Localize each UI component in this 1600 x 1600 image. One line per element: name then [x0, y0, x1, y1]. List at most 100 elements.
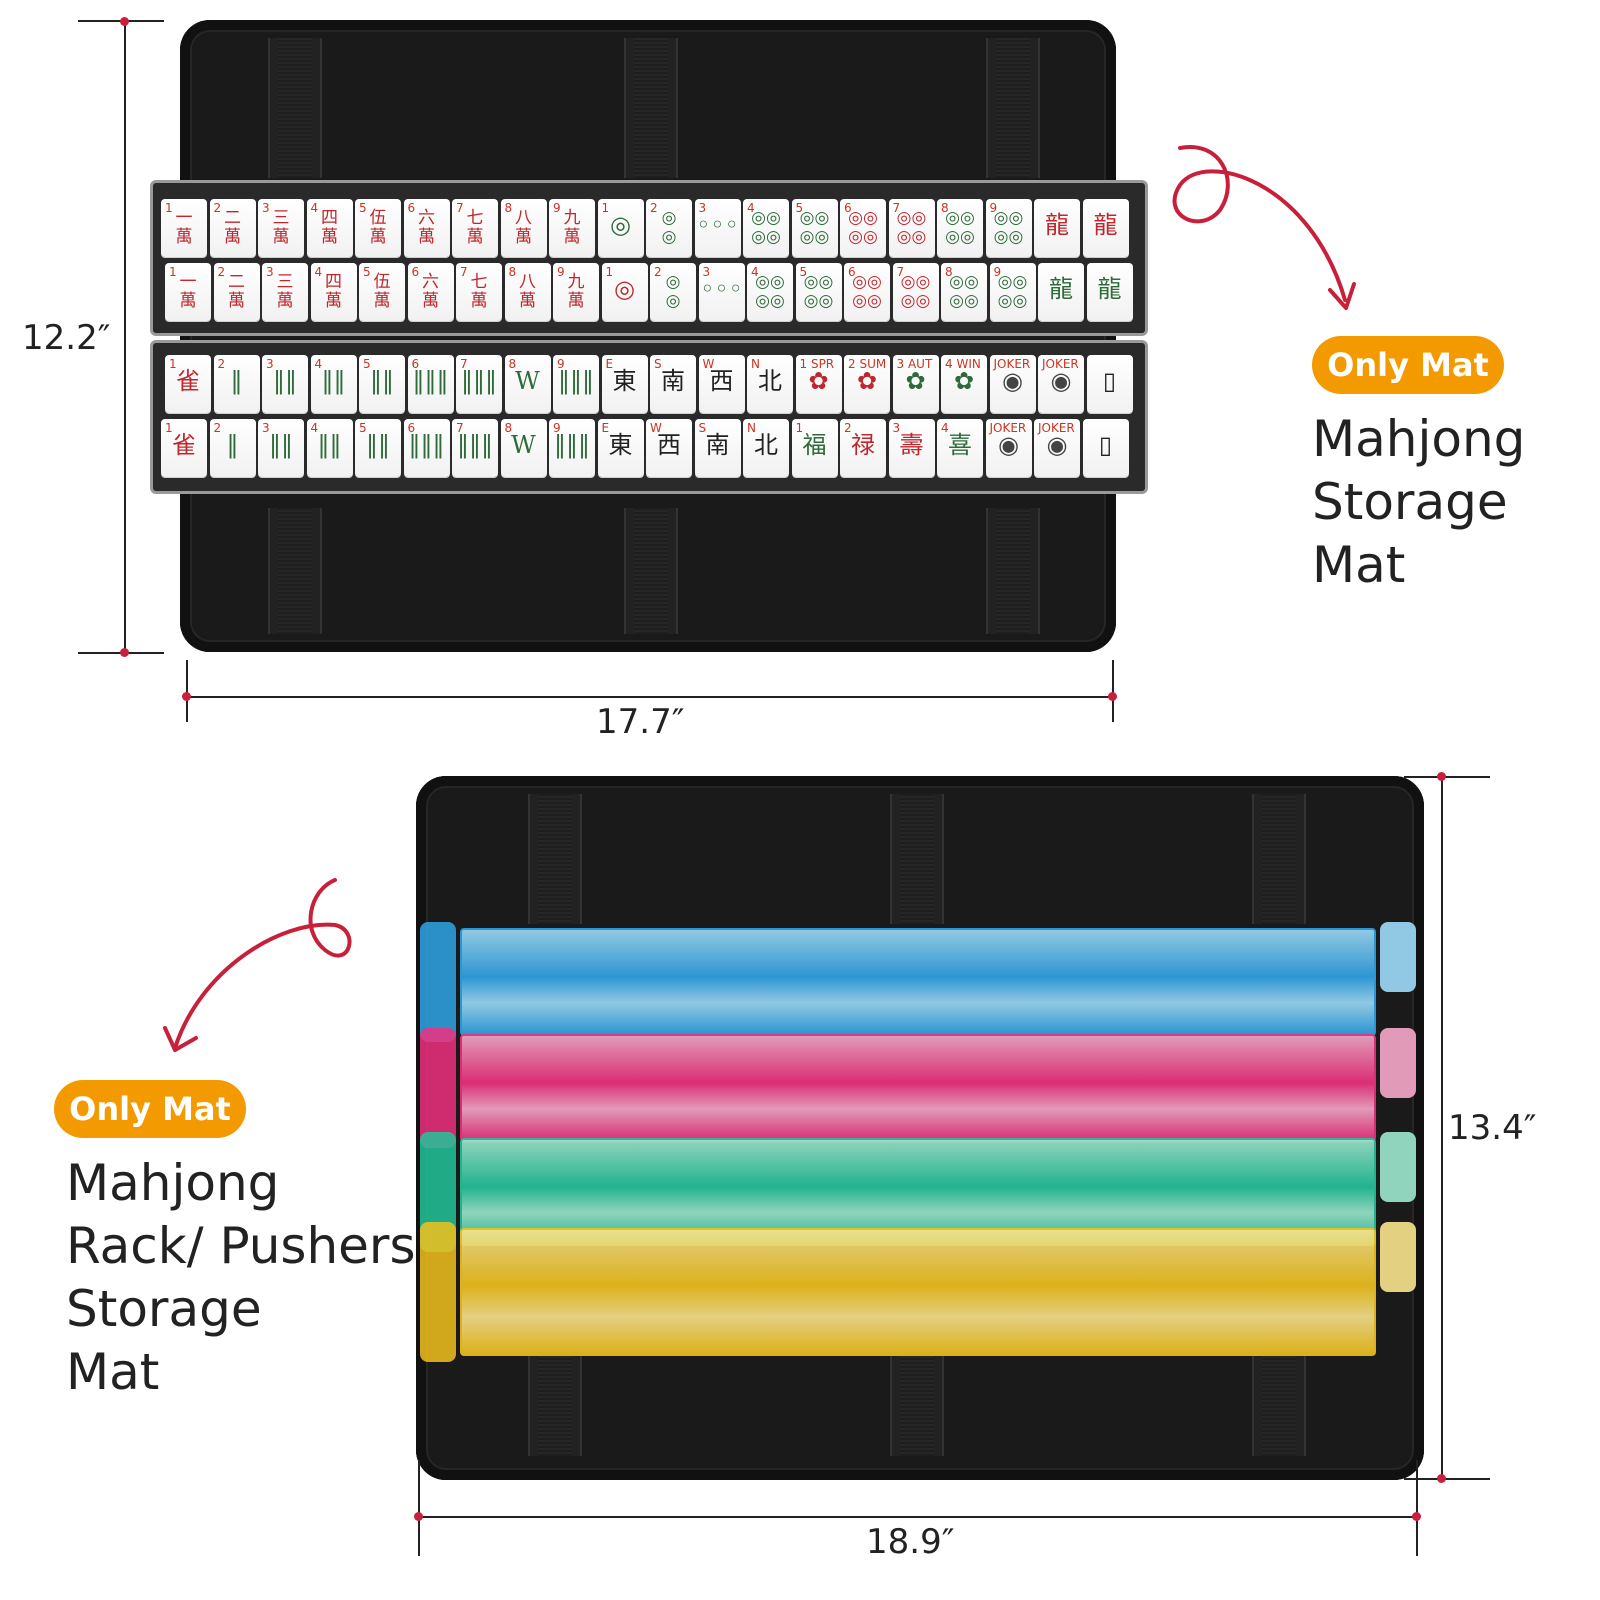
tile-index: 3	[266, 265, 274, 279]
mahjong-tile: 2‖	[213, 355, 260, 413]
tile-glyph: 九 萬	[563, 208, 581, 247]
mahjong-tile: 6◎◎ ◎◎	[844, 263, 890, 321]
mat-strap	[528, 794, 582, 924]
curved-arrow-icon	[163, 878, 352, 1052]
tile-glyph: ‖‖	[366, 431, 390, 459]
top-height-label: 12.2″	[22, 318, 111, 358]
mahjong-tile: 龍	[1034, 199, 1080, 257]
tile-index: 9	[993, 265, 1002, 279]
rack-face	[460, 928, 1376, 1036]
tile-glyph: 雀	[172, 431, 196, 459]
tile-glyph: 東	[608, 431, 633, 459]
tile-glyph: ‖‖	[269, 431, 293, 459]
dim-endpoint	[1412, 1512, 1421, 1521]
tile-index: 1	[169, 357, 177, 371]
tile-glyph: ◎◎ ◎◎	[949, 272, 979, 311]
mahjong-tile: JOKER◉	[989, 355, 1036, 413]
mahjong-tile: 8◎◎ ◎◎	[941, 263, 987, 321]
mahjong-tile: 9‖‖‖	[553, 355, 599, 413]
tile-index: 2	[217, 357, 226, 371]
mahjong-tile: 9◎◎ ◎◎	[989, 263, 1036, 321]
tile-index: 6	[411, 265, 420, 279]
tile-glyph: ◎◎ ◎◎	[848, 208, 878, 247]
mahjong-tile: 7◎◎ ◎◎	[892, 263, 939, 321]
rack-face	[460, 1034, 1376, 1142]
tile-glyph: ◉	[1002, 367, 1023, 395]
dim-tick-left	[418, 1460, 420, 1556]
tile-index: S	[654, 357, 662, 371]
mahjong-tile: 6‖‖‖	[407, 355, 454, 413]
tile-glyph: 龍	[1093, 211, 1118, 239]
tile-glyph: 三 萬	[276, 272, 294, 311]
bottom-width-label: 18.9″	[866, 1522, 955, 1562]
tile-index: 6	[411, 357, 420, 371]
mat-strap	[1252, 794, 1306, 924]
tile-glyph: 禄	[851, 431, 875, 459]
only-mat-badge: Only Mat	[54, 1080, 246, 1138]
tile-index: JOKER	[1038, 421, 1075, 435]
tile-glyph: 三 萬	[272, 208, 290, 247]
tile-glyph: ◎	[614, 275, 635, 303]
tile-index: 1	[795, 421, 804, 435]
tile-glyph: 北	[754, 431, 778, 459]
tile-index: 1 SPR	[799, 357, 835, 371]
tile-index: 3	[266, 357, 274, 371]
mahjong-tile: 4 WIN✿	[941, 355, 987, 413]
tile-glyph: 四 萬	[325, 272, 342, 311]
tile-index: 2	[654, 265, 662, 279]
tile-index: 3 AUT	[896, 357, 933, 371]
mahjong-tile: 3◦◦◦	[698, 263, 745, 321]
tile-glyph: 壽	[899, 431, 924, 459]
tile-glyph: ◎	[610, 211, 631, 239]
dim-endpoint	[1437, 772, 1446, 781]
tile-index: 9	[557, 265, 565, 279]
width-dimension-line	[418, 1516, 1418, 1518]
tile-index: 1	[605, 265, 614, 279]
mahjong-tile: 龍	[1082, 199, 1129, 257]
desc-line: Mat	[66, 1343, 160, 1401]
mahjong-tile: 龍	[1086, 263, 1133, 321]
width-dimension-line	[186, 696, 1114, 698]
rack-end-cap	[1380, 922, 1416, 992]
dim-endpoint	[1437, 1474, 1446, 1483]
tile-glyph: 東	[612, 367, 637, 395]
tile-index: 4	[751, 265, 759, 279]
tile-index: 7	[460, 357, 468, 371]
desc-line: Mahjong	[66, 1154, 280, 1212]
tile-glyph: ✿	[808, 367, 829, 395]
tile-index: 3	[262, 421, 270, 435]
mahjong-tile: 4◎◎ ◎◎	[743, 199, 789, 257]
desc-line: Storage	[66, 1280, 262, 1338]
tile-glyph: 西	[657, 431, 681, 459]
tile-glyph: ‖‖	[273, 367, 297, 395]
tile-index: 1	[165, 201, 173, 215]
tile-glyph: ✿	[905, 367, 926, 395]
dim-endpoint	[120, 17, 129, 26]
desc-line: Rack/ Pushers	[66, 1217, 416, 1275]
mahjong-tile: 5‖‖	[355, 419, 401, 477]
mahjong-tile: ▯	[1086, 355, 1133, 413]
tile-glyph: ◉	[998, 431, 1019, 459]
rack-pink	[420, 1028, 1416, 1148]
tile-glyph: 北	[758, 367, 782, 395]
desc-line: Mat	[1312, 536, 1406, 594]
tile-index: 9	[553, 201, 561, 215]
tile-index: 6	[407, 421, 416, 435]
tile-index: 4	[747, 201, 755, 215]
tile-glyph: 雀	[176, 367, 200, 395]
tile-index: E	[601, 421, 610, 435]
tile-glyph: 七 萬	[470, 272, 488, 311]
bottom-height-label: 13.4″	[1448, 1108, 1537, 1148]
tile-glyph: 二 萬	[228, 272, 245, 311]
tile-index: 5	[363, 357, 371, 371]
tile-index: S	[698, 421, 707, 435]
